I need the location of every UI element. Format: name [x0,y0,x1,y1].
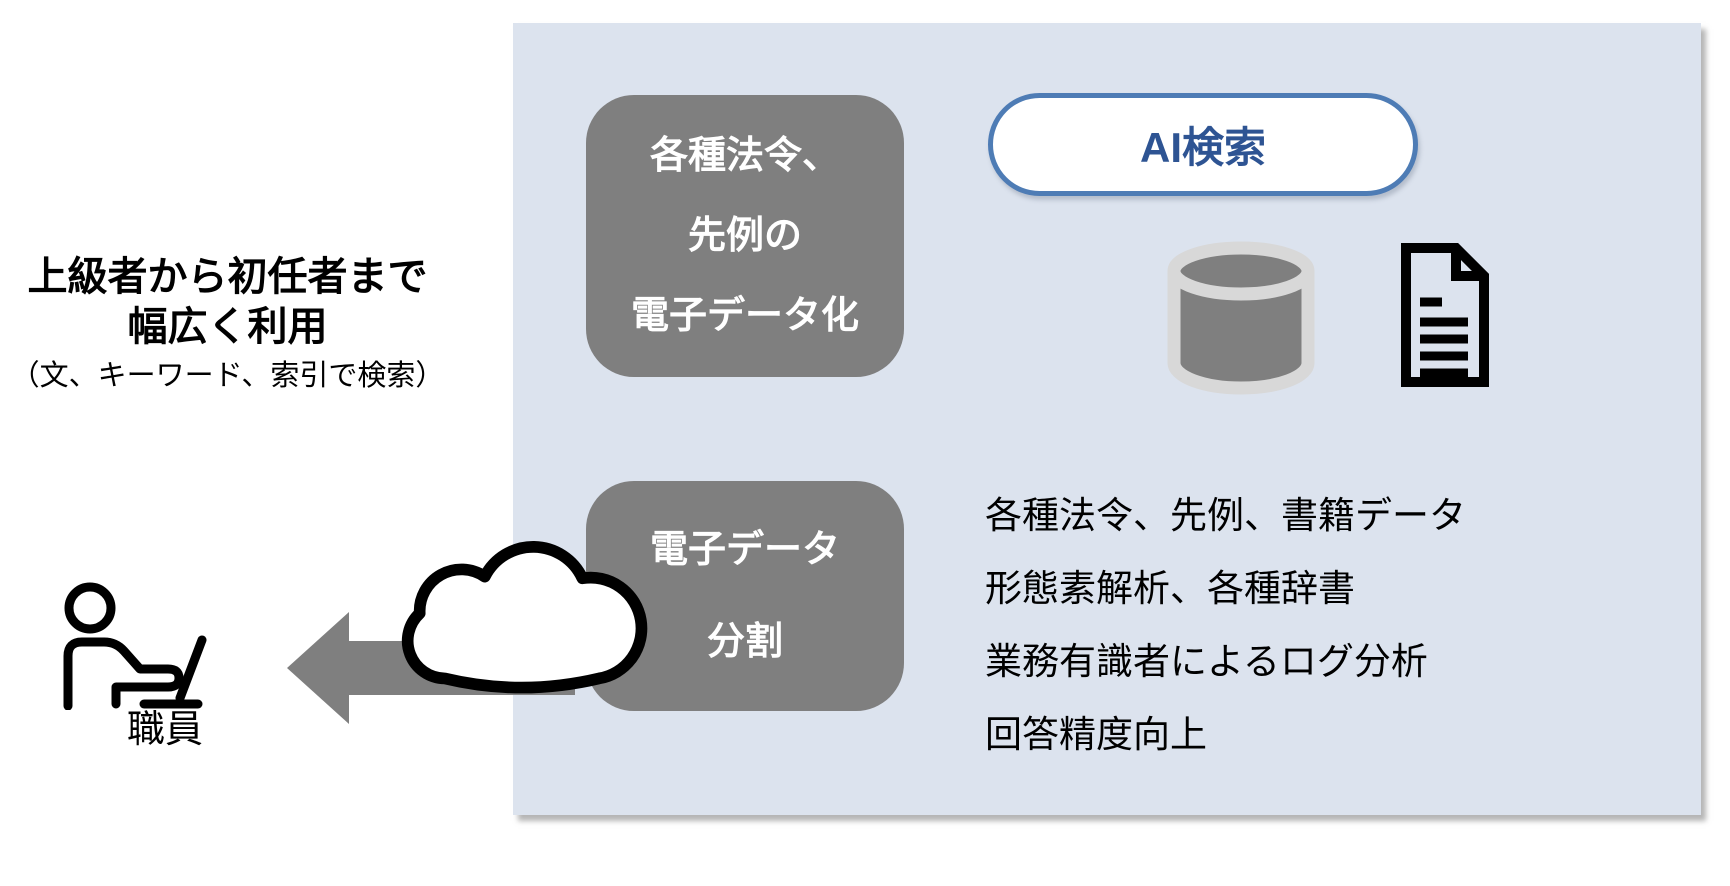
usage-heading-line2: 幅広く利用 [127,305,328,349]
cloud-icon [401,541,648,694]
digitize-box-line1: 各種法令、 [649,135,840,177]
usage-heading: 上級者から初任者まで 幅広く利用 [0,252,455,352]
split-box-line2: 分割 [706,621,783,663]
notes-list: 各種法令、先例、書籍データ 形態素解析、各種辞書 業務有識者によるログ分析 回答… [985,479,1685,771]
digitize-box: 各種法令、 先例の 電子データ化 [586,95,904,377]
document-icon [1401,243,1489,387]
digitize-box-line3: 電子データ化 [630,295,859,337]
usage-subheading: （文、キーワード、索引で検索） [10,360,445,392]
note-log-analysis: 業務有識者によるログ分析 [985,641,1428,682]
usage-heading-line1: 上級者から初任者まで [27,255,428,299]
digitize-box-line2: 先例の [687,215,802,257]
split-box: 電子データ 分割 [586,481,904,711]
database-icon [1167,241,1315,395]
ai-search-pill: AI検索 [988,93,1418,196]
ai-search-label: AI検索 [1139,124,1266,171]
note-morphology: 形態素解析、各種辞書 [985,568,1355,609]
person-at-laptop-icon [63,582,207,710]
split-box-line1: 電子データ [649,529,840,571]
staff-label: 職員 [126,709,203,751]
note-accuracy: 回答精度向上 [985,714,1207,755]
note-source-data: 各種法令、先例、書籍データ [985,495,1466,536]
